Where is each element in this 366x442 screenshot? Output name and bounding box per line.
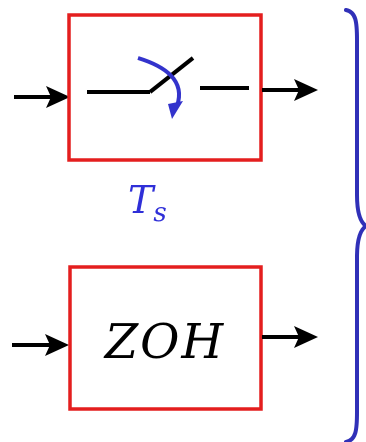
zoh-label: ZOH — [103, 314, 226, 370]
sampler-box — [67, 13, 263, 162]
zoh-box — [68, 265, 263, 411]
sampling-period-subscript: s — [153, 198, 166, 228]
sampling-period-label: Ts — [128, 178, 167, 228]
zoh-output-arrow — [262, 326, 318, 348]
zoh-input-arrow — [12, 334, 69, 356]
zoh-block: ZOH — [12, 265, 318, 411]
grouping-brace — [344, 8, 366, 442]
sampler-block — [14, 13, 318, 162]
sampler-input-arrow — [14, 86, 70, 108]
sampling-period-symbol: T — [128, 178, 156, 222]
sampler-output-arrow — [262, 79, 318, 101]
switch-motion-arrow-icon — [137, 56, 183, 119]
